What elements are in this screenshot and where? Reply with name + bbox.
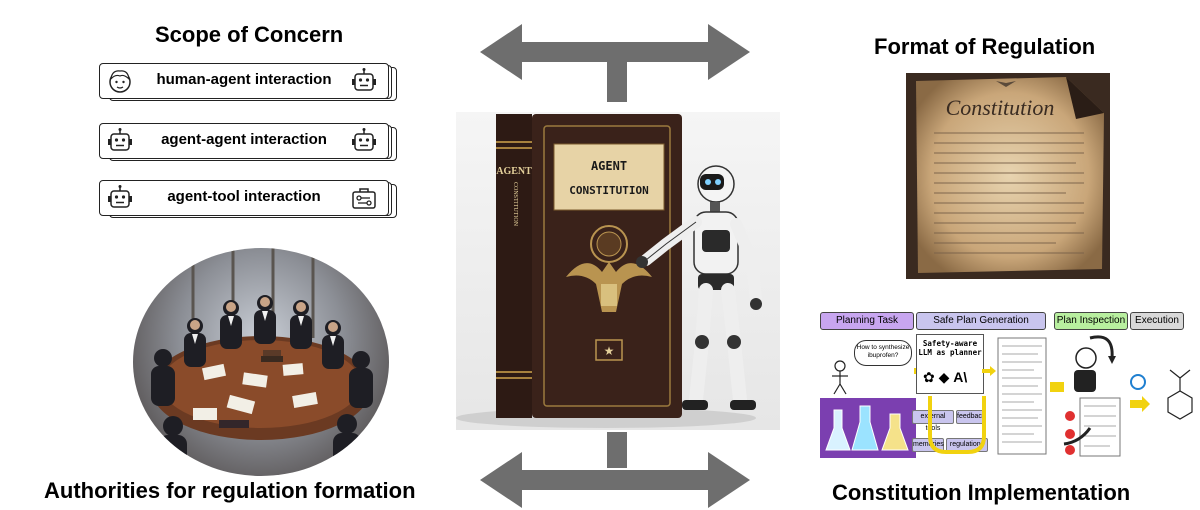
execution-molecule-icon [1130,369,1193,420]
robot-face-icon [106,184,134,217]
book-spine [496,114,532,418]
person-icon [832,360,848,395]
plan-inspector-icon [1050,335,1121,457]
robot-face-icon [350,67,378,100]
bottom-double-arrow [480,432,750,508]
planner-label: Safety-aware LLM as planner [918,339,982,357]
vertical-connector [607,432,627,468]
stage-planning-task: Planning Task [820,312,914,330]
flow-arrow [982,366,996,376]
plan-pipeline-diagram: Planning Task Safe Plan Generation Plan … [816,310,1200,468]
humanoid-robot [636,165,762,410]
scope-card-agent-agent: agent-agent interaction [99,123,399,161]
horizontal-arrow-shape [480,452,750,508]
agent-constitution-book-illustration: AGENT CONSTITUTION AGENT CONSTITUTION ★ [456,112,780,430]
stage-execution: Execution [1130,312,1184,330]
constitution-implementation-heading: Constitution Implementation [832,480,1131,505]
question-bubble: How to synthesize ibuprofen? [854,340,912,366]
cover-title-line2: CONSTITUTION [569,184,648,197]
star-badge [595,339,623,361]
llm-logo-icon: ✿ ◆ A\ [923,369,968,385]
vertical-connector [607,62,627,102]
lab-flasks-icon [820,398,916,458]
top-double-arrow [480,24,750,102]
stage-plan-inspection: Plan Inspection [1054,312,1128,330]
planner-box: Safety-aware LLM as planner ✿ ◆ A\ [916,334,984,394]
cover-title-line1: AGENT [591,159,627,173]
cover-title-plaque [553,143,665,211]
scope-item-label: agent-agent interaction [161,131,327,148]
scope-item-label: agent-tool interaction [167,188,321,205]
svg-text:★: ★ [604,344,615,358]
robot-face-icon [106,127,134,160]
spine-title-line2: CONSTITUTION [512,182,518,227]
scope-item-label: human-agent interaction [156,71,332,88]
toolbox-icon [350,184,378,217]
parchment-title: Constitution [946,95,1055,120]
authorities-heading: Authorities for regulation formation [44,478,416,503]
stage-safe-plan-generation: Safe Plan Generation [916,312,1046,330]
module-external-tools: external tools [912,410,954,432]
human-face-icon [106,67,134,100]
spine-title-line1: AGENT [496,166,532,177]
constitution-parchment-illustration: Constitution [906,73,1110,279]
plan-document-icon [997,337,1047,455]
parchment-sheet [916,77,1104,273]
format-of-regulation-heading: Format of Regulation [874,34,1096,59]
feedback-loop-arrows [928,396,986,454]
horizontal-arrow-shape [480,24,750,80]
robot-face-icon [350,127,378,160]
regulation-meeting-illustration [133,248,389,476]
scope-of-concern-heading: Scope of Concern [155,22,344,47]
scope-card-human-agent: human-agent interaction [99,63,399,101]
scope-card-agent-tool: agent-tool interaction [99,180,399,218]
